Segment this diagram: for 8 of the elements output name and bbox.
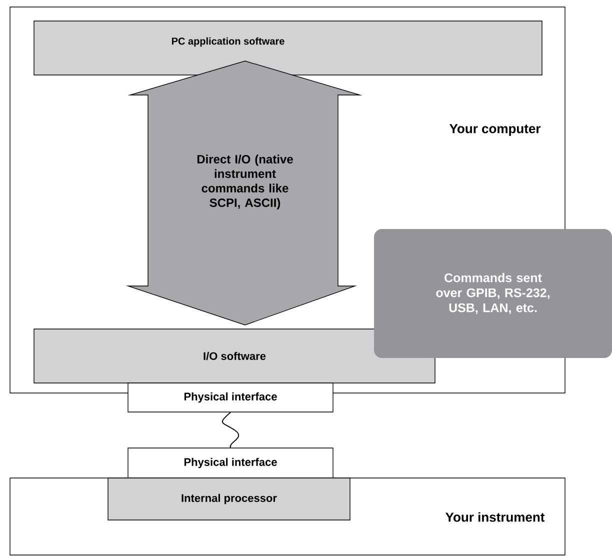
layer-box: Internal processor xyxy=(108,478,350,520)
layer-box: Physical interface xyxy=(128,448,334,478)
layer-box: PC application software xyxy=(34,20,542,76)
cable-line xyxy=(222,412,240,448)
callout-box: Commands sent over GPIB, RS-232, USB, LAN, etc. xyxy=(374,229,612,358)
edge-label: Direct I/O (native instrument commands like SCPI, ASCII) xyxy=(192,154,298,210)
layer-box: Physical interface xyxy=(128,382,334,412)
layer-box: I/O software xyxy=(34,328,436,384)
